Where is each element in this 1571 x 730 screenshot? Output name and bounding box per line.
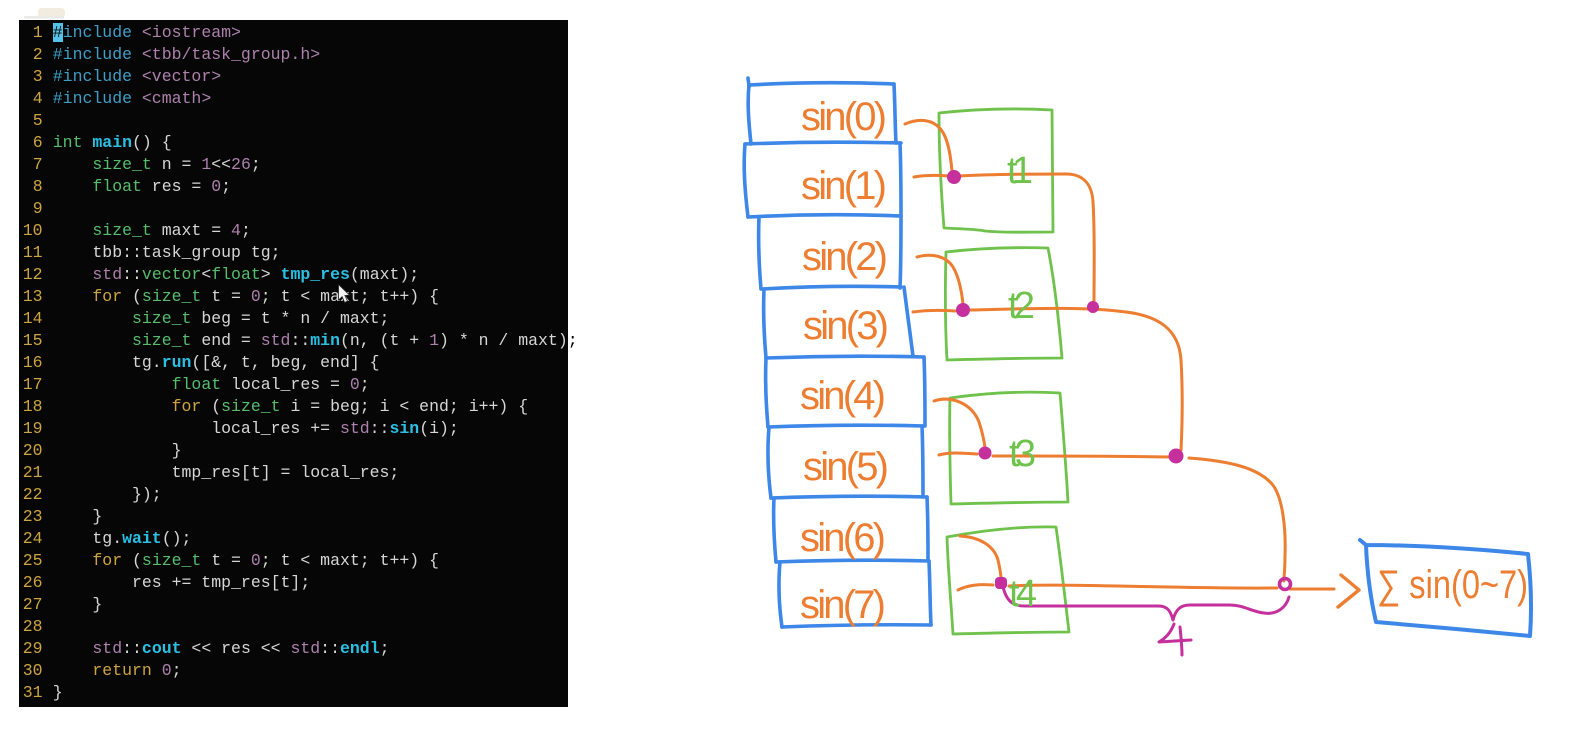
svg-text:sin(0): sin(0)	[801, 95, 887, 139]
svg-text:sin(5): sin(5)	[803, 445, 889, 489]
svg-text:t3: t3	[1009, 433, 1036, 475]
svg-text:sin(7): sin(7)	[800, 583, 886, 627]
svg-text:sin(4): sin(4)	[800, 374, 886, 418]
svg-text:sin(6): sin(6)	[800, 516, 886, 560]
svg-text:sin(2): sin(2)	[802, 235, 888, 279]
svg-text:sin(1): sin(1)	[801, 164, 887, 208]
svg-text:sin(3): sin(3)	[803, 304, 889, 348]
svg-text:t4: t4	[1009, 573, 1037, 615]
svg-text:t2: t2	[1008, 285, 1035, 327]
svg-text:t1: t1	[1007, 150, 1033, 192]
svg-text:∑ sin(0~7): ∑ sin(0~7)	[1377, 563, 1528, 607]
